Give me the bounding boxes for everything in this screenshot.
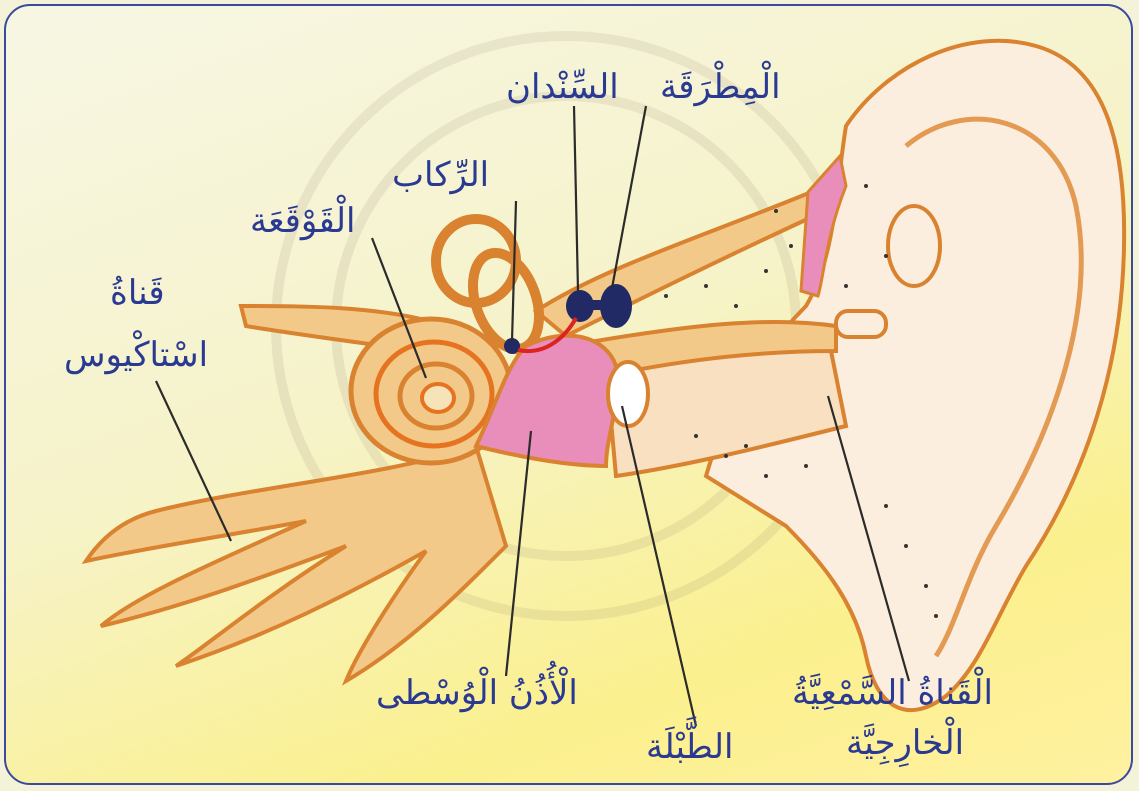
label-malleus: الْمِطْرَقَة <box>660 68 781 107</box>
eustachian-tube-shape <box>86 446 506 681</box>
canal-opening <box>836 311 886 337</box>
label-incus: السِّنْدان <box>506 68 619 107</box>
label-stapes: الرِّكاب <box>392 156 489 195</box>
label-ear-canal-line2: الْخارِجِيَّة <box>846 724 964 763</box>
label-eustachian-line1: قَناةُ <box>110 274 165 313</box>
eardrum-shape <box>608 362 648 426</box>
label-cochlea: الْقَوْقَعَة <box>250 202 355 241</box>
label-middle-ear: الْأُذُنُ الْوُسْطى <box>376 674 578 713</box>
diagram-frame: الْمِطْرَقَة السِّنْدان الرِّكاب الْقَوْ… <box>4 4 1133 785</box>
tragus <box>888 206 940 286</box>
ear-anatomy-drawing <box>6 6 1133 785</box>
label-eustachian-line2: اسْتاكْيوس <box>64 336 208 375</box>
label-eardrum: الطَّبْلَة <box>646 728 733 767</box>
label-ear-canal-line1: الْقَناةُ السَّمْعِيَّةُ <box>792 674 993 713</box>
